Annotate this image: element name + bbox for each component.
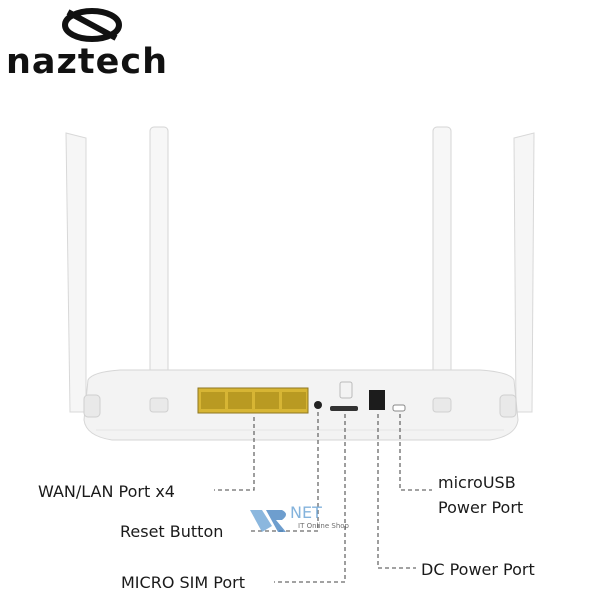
micro-usb-label-line1: microUSB: [438, 473, 516, 492]
antenna-right-outer: [513, 132, 535, 413]
sim-slot: [330, 381, 358, 411]
brand-name: naztech: [6, 42, 169, 82]
dc-power-port-label: DC Power Port: [421, 560, 535, 579]
micro-sim-port-label: MICRO SIM Port: [121, 573, 245, 592]
wan-lan-port-label: WAN/LAN Port x4: [38, 482, 175, 501]
micro-usb-label-line2: Power Port: [438, 498, 524, 517]
reset-button-label: Reset Button: [120, 522, 224, 541]
reset-button-hole: [314, 401, 322, 409]
micro-usb-port: [392, 404, 406, 412]
dc-power-jack: [369, 390, 385, 410]
leader-lines: [214, 412, 432, 583]
watermark-logo: [250, 510, 286, 532]
watermark-mark-text: NET: [290, 503, 322, 522]
ethernet-ports: [197, 387, 309, 414]
watermark-sub-text: IT Online Shop: [298, 522, 349, 530]
antenna-left-outer: [65, 132, 87, 413]
naztech-logo-mark: [62, 8, 122, 42]
